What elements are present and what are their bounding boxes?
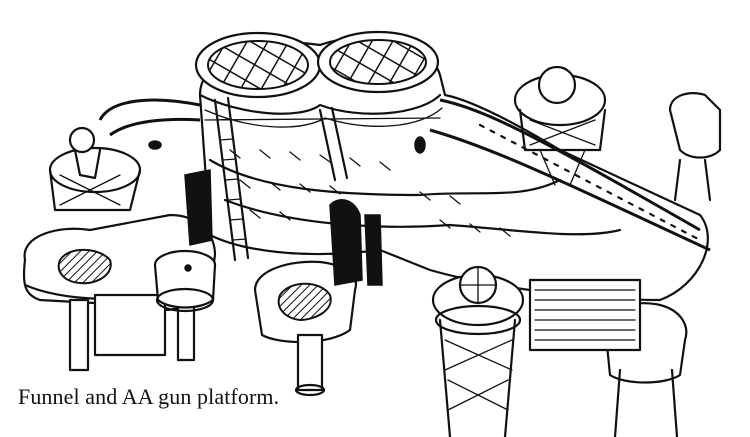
stay-pipes [429,98,711,252]
support-leg [176,303,196,362]
support-block [93,293,167,357]
director-tower-left [48,126,142,212]
funnel-grate-left [207,40,309,90]
gun-tub-center [253,260,358,397]
funnel-body [194,30,709,302]
funnel-grate-right [329,39,427,85]
vent-grille [528,278,642,352]
openings [148,136,426,286]
director-tower-front [431,265,525,437]
support-leg [68,298,90,372]
director-tower-right [513,65,722,202]
gun-mount-center [153,249,217,313]
aa-gun-cluster-center [277,282,332,322]
aa-gun-cluster-left [57,248,112,285]
funnel-ladders [213,96,349,262]
figure-caption: Funnel and AA gun platform. [18,384,280,409]
left-platform [22,98,217,372]
